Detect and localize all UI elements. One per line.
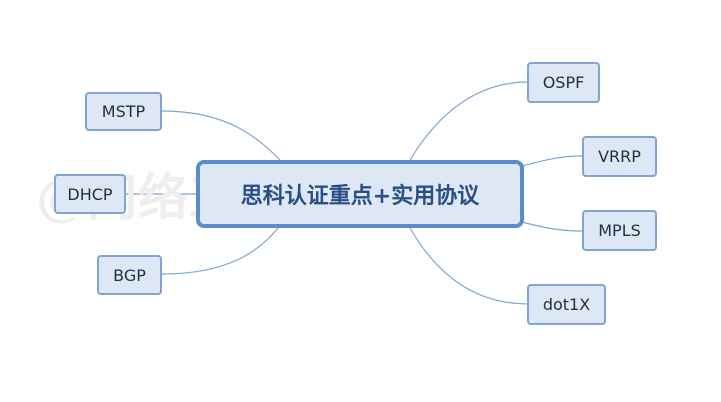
node-ospf[interactable]: OSPF [527, 62, 600, 103]
connector-ospf [409, 81, 529, 161]
connector-vrrp [521, 155, 583, 167]
node-vrrp[interactable]: VRRP [582, 136, 657, 177]
node-mstp[interactable]: MSTP [85, 92, 162, 131]
connector-mstp [161, 110, 281, 161]
connector-dot1x [409, 227, 529, 305]
central-topic[interactable]: 思科认证重点+实用协议 [196, 160, 524, 228]
connector-mpls [521, 221, 583, 232]
connector-bgp [161, 227, 279, 275]
node-dot1x[interactable]: dot1X [527, 284, 606, 325]
node-dhcp[interactable]: DHCP [54, 174, 126, 214]
node-mpls[interactable]: MPLS [582, 210, 657, 251]
node-bgp[interactable]: BGP [97, 255, 162, 295]
